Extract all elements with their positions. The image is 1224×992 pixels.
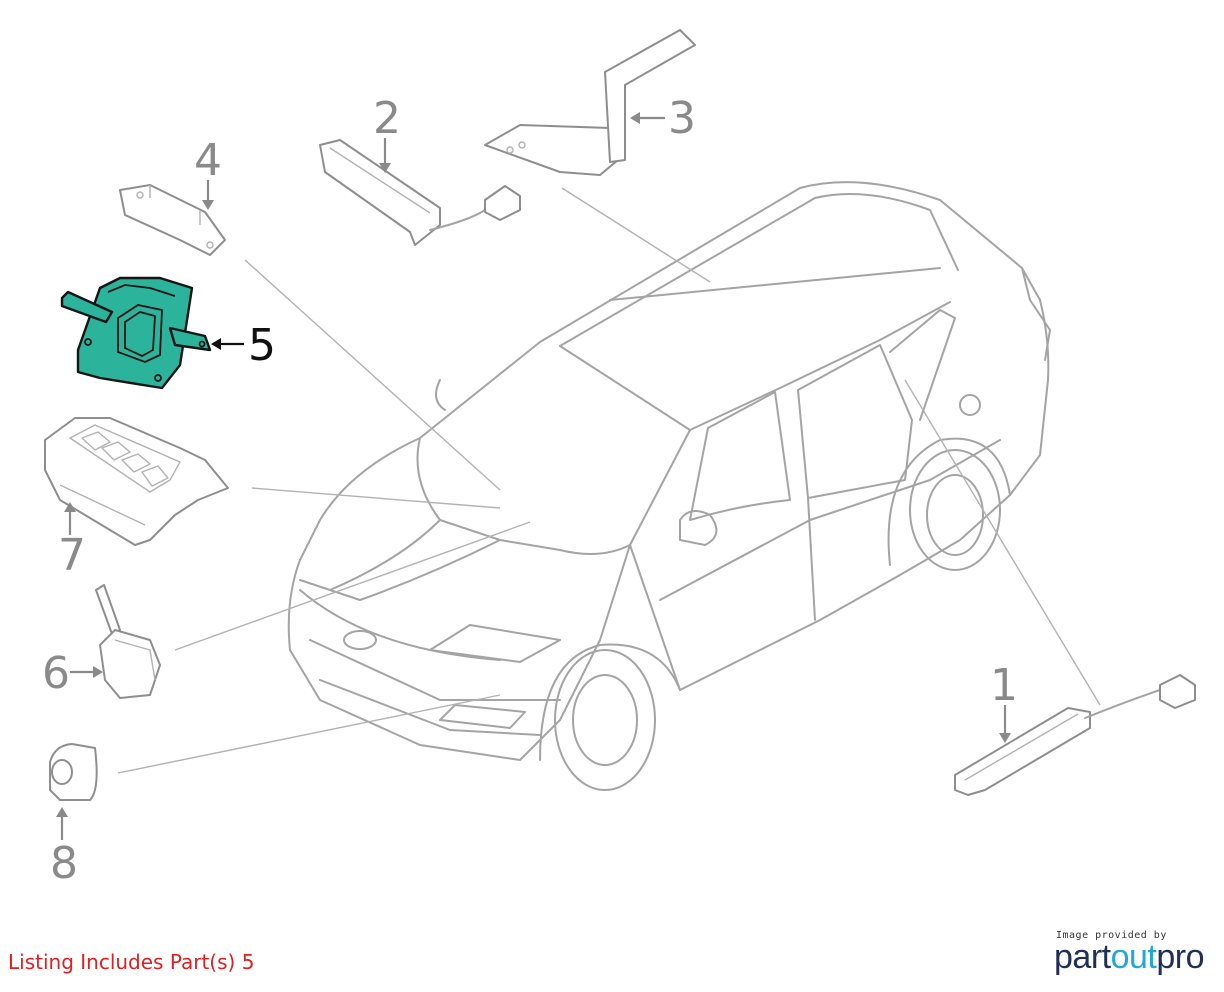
leader-lines	[117, 187, 1101, 774]
callout-7: 7	[58, 530, 86, 581]
vehicle-outline	[287, 181, 1051, 791]
part-1-antenna	[954, 674, 1196, 796]
image-credit-text: Image provided by	[1056, 930, 1167, 941]
part-2-antenna	[319, 139, 521, 246]
part-5-smart-key-module	[60, 276, 212, 390]
callout-1: 1	[990, 660, 1018, 711]
brand-part-1: part	[1054, 938, 1111, 976]
callout-6: 6	[42, 648, 70, 699]
part-3-bracket	[484, 29, 696, 176]
callout-labels: 1 2 3 4 5 6 7 8	[42, 93, 1018, 889]
callout-arrows	[56, 112, 1011, 840]
callout-2: 2	[373, 93, 401, 144]
brand-part-3: pro	[1156, 938, 1204, 976]
callout-4: 4	[194, 135, 222, 186]
partoutpro-logo: partoutpro	[1054, 938, 1204, 977]
brand-part-2: out	[1110, 938, 1157, 976]
part-4-bracket	[119, 184, 226, 256]
part-7-key-fob	[44, 417, 229, 546]
listing-caption: Listing Includes Part(s) 5	[8, 950, 255, 974]
part-6-sensor	[95, 584, 161, 699]
part-8-sensor	[49, 743, 98, 801]
callout-3: 3	[668, 93, 696, 144]
callout-8: 8	[50, 838, 78, 889]
callout-5: 5	[248, 320, 276, 371]
